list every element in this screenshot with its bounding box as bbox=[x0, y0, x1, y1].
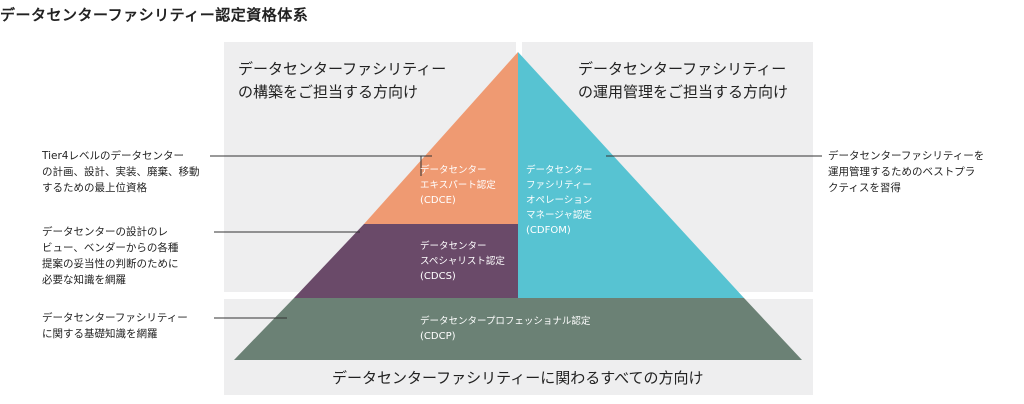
bottom-panel-heading: データセンターファシリティーに関わるすべての方向け bbox=[332, 369, 704, 387]
cdcp-tier-label: データセンタープロフェッショナル認定 (CDCP) bbox=[420, 316, 591, 342]
annotation-cdfom: データセンターファシリティーを 運用管理するためのベストプラ クティスを習得 bbox=[828, 150, 985, 194]
cdfom-tier-shape bbox=[518, 52, 744, 298]
cdcp-tier-shape bbox=[234, 298, 802, 360]
page-title: データセンターファシリティー認定資格体系 bbox=[0, 6, 309, 24]
cdcs-tier-label: データセンター スペシャリスト認定 (CDCS) bbox=[420, 241, 505, 282]
cdfom-tier-label: データセンター ファシリティー オペレーション マネージャ認定 (CDFOM) bbox=[526, 165, 593, 236]
cdce-tier-shape bbox=[364, 52, 518, 224]
cdce-tier-label: データセンター エキスパート認定 (CDCE) bbox=[420, 165, 496, 206]
cdcs-tier-shape bbox=[294, 224, 518, 298]
annotation-cdcs: データセンターの設計のレ ビュー、ベンダーからの各種 提案の妥当性の判断のために… bbox=[42, 226, 179, 286]
annotation-cdcp: データセンターファシリティー に関する基礎知識を網羅 bbox=[42, 312, 188, 340]
right-panel-heading: データセンターファシリティー の運用管理をご担当する方向け bbox=[578, 60, 789, 101]
annotation-cdce: Tier4レベルのデータセンター の計画、設計、実装、廃棄、移動 するための最上… bbox=[42, 150, 200, 194]
left-panel-heading: データセンターファシリティー の構築をご担当する方向け bbox=[238, 60, 447, 101]
